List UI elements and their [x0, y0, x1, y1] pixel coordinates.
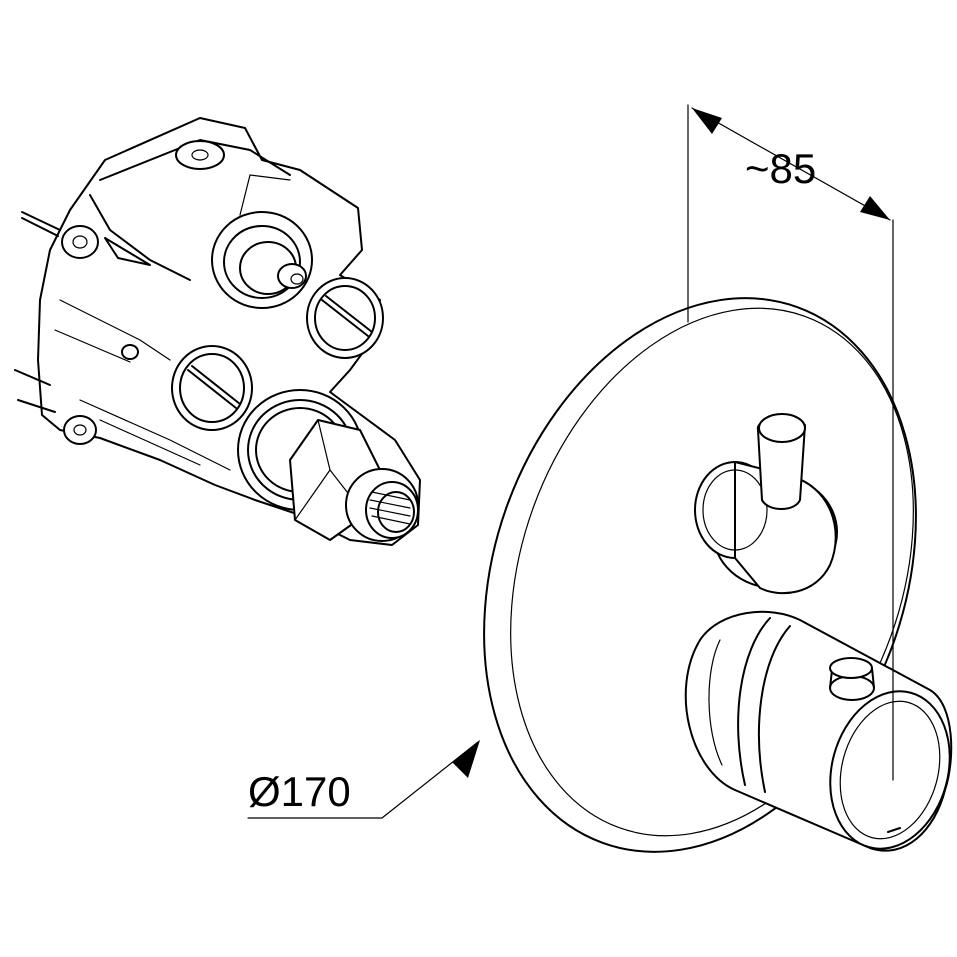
concealed-valve-body [14, 117, 421, 546]
thermostat-trim [483, 297, 953, 853]
diameter-dimension-label: Ø170 [248, 768, 351, 815]
depth-dimension-label: ~85 [745, 145, 816, 192]
depth-dimension: ~85 [687, 104, 894, 781]
diameter-dimension: Ø170 [247, 740, 480, 819]
safety-button [829, 675, 875, 701]
